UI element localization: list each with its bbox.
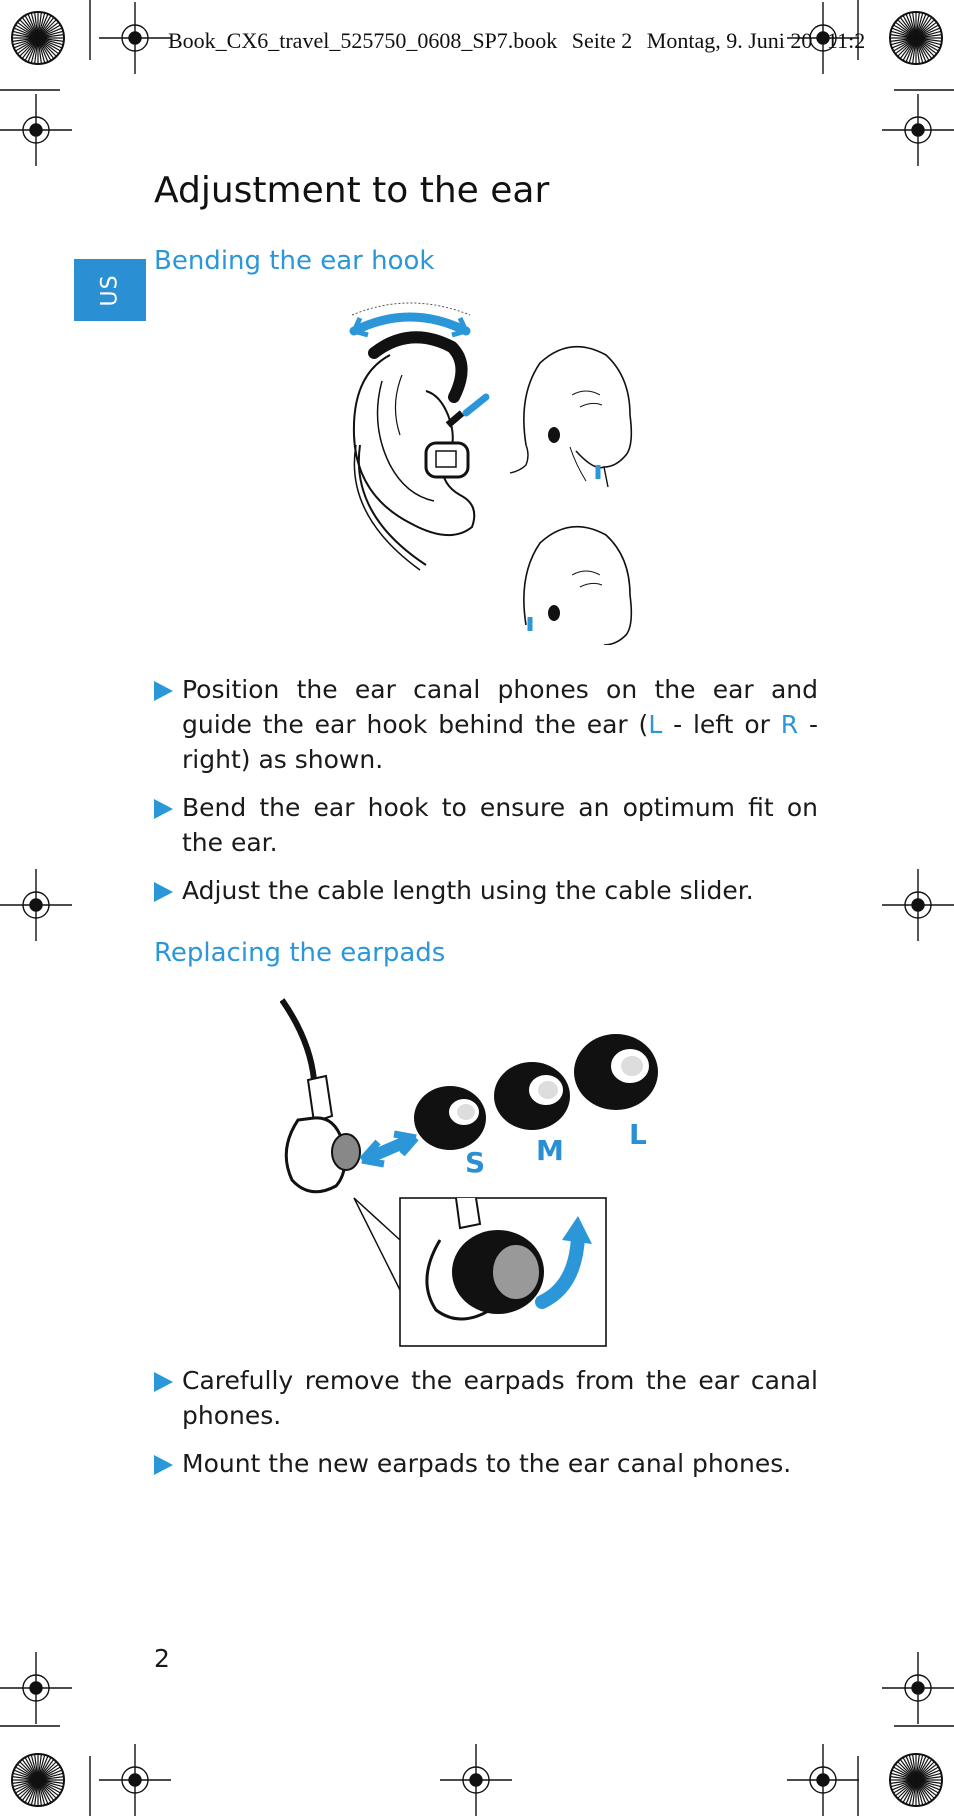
registration-mark (99, 1744, 171, 1816)
bullet-triangle-icon (154, 882, 173, 902)
left-letter: L (648, 710, 663, 739)
color-target-mark (889, 11, 943, 65)
list-item: Adjust the cable length using the cable … (154, 873, 818, 908)
bullet-triangle-icon (154, 681, 173, 701)
earpad-size-label: S (465, 1146, 486, 1179)
print-slug-line: Book_CX6_travel_525750_0608_SP7.book Sei… (168, 28, 888, 54)
registration-mark (882, 869, 954, 941)
registration-mark (882, 94, 954, 166)
ear-hook-steps: Position the ear canal phones on the ear… (154, 672, 818, 921)
bullet-triangle-icon (154, 1455, 173, 1475)
registration-mark (787, 2, 859, 74)
slug-date: Montag, 9. Juni 20 (646, 28, 813, 53)
earpads-illustration (280, 998, 658, 1347)
list-item: Bend the ear hook to ensure an optimum f… (154, 790, 818, 860)
section-heading-ear-hook: Bending the ear hook (154, 246, 435, 276)
registration-mark (0, 94, 72, 166)
ear-hook-illustration (349, 302, 633, 645)
language-tab-label: US (97, 273, 123, 307)
language-tab: US (74, 259, 146, 321)
right-letter: R (780, 710, 799, 739)
list-item: Mount the new earpads to the ear canal p… (154, 1446, 818, 1481)
earpad-steps: Carefully remove the earpads from the ea… (154, 1363, 818, 1494)
registration-mark (0, 1652, 72, 1724)
registration-mark (787, 1744, 859, 1816)
color-target-mark (11, 11, 65, 65)
section-heading-earpads: Replacing the earpads (154, 938, 446, 968)
earpad-size-label: M (536, 1134, 564, 1167)
slug-page: Seite 2 (571, 28, 633, 53)
registration-mark (882, 1652, 954, 1724)
color-target-mark (11, 1753, 65, 1807)
slug-time: 11:2 (826, 28, 866, 53)
list-item: Position the ear canal phones on the ear… (154, 672, 818, 777)
bullet-triangle-icon (154, 799, 173, 819)
slug-filename: Book_CX6_travel_525750_0608_SP7.book (168, 28, 558, 53)
registration-mark (0, 869, 72, 941)
registration-mark (440, 1744, 512, 1816)
color-target-mark (889, 1753, 943, 1807)
bullet-triangle-icon (154, 1372, 173, 1392)
page-title: Adjustment to the ear (154, 170, 550, 211)
list-item: Carefully remove the earpads from the ea… (154, 1363, 818, 1433)
registration-mark (99, 2, 171, 74)
page-number: 2 (154, 1644, 170, 1673)
earpad-size-label: L (629, 1118, 647, 1151)
